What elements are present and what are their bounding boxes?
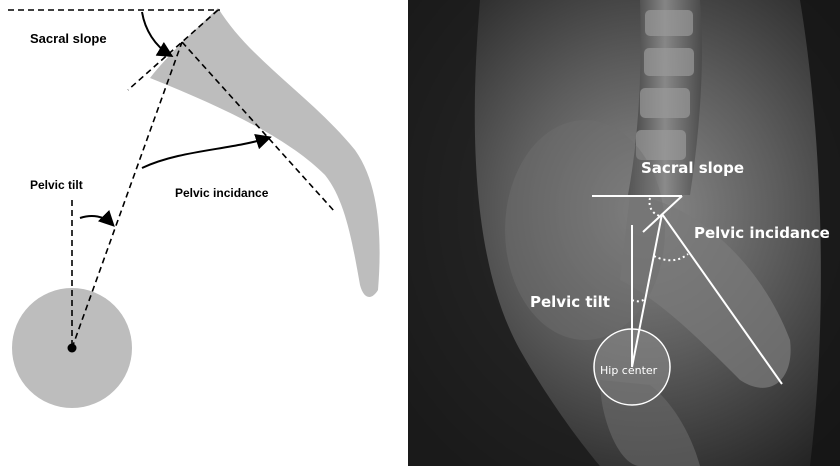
vertebra	[644, 48, 694, 76]
pelvic-incidence-label: Pelvic incidance	[175, 186, 269, 200]
xray-image: Sacral slope Pelvic incidance Pelvic til…	[408, 0, 840, 466]
xray-pelvic-incidence-label: Pelvic incidance	[694, 224, 830, 242]
sacral-slope-label: Sacral slope	[30, 31, 107, 46]
hip-to-sacrum-line	[72, 42, 182, 348]
vertebra	[640, 88, 690, 118]
sacral-slope-arc	[142, 12, 170, 55]
xray-pelvic-tilt-label: Pelvic tilt	[530, 293, 610, 311]
vertebra	[645, 10, 693, 36]
xray-sacral-slope-label: Sacral slope	[641, 159, 744, 177]
sacrum-shape	[150, 8, 380, 297]
schematic-diagram: Sacral slope Pelvic tilt Pelvic incidanc…	[8, 8, 380, 408]
pelvic-incidence-arc	[142, 138, 268, 168]
pelvic-tilt-label: Pelvic tilt	[30, 178, 83, 192]
xray-hip-center-label: Hip center	[600, 364, 658, 377]
pelvic-tilt-arc	[80, 216, 112, 224]
